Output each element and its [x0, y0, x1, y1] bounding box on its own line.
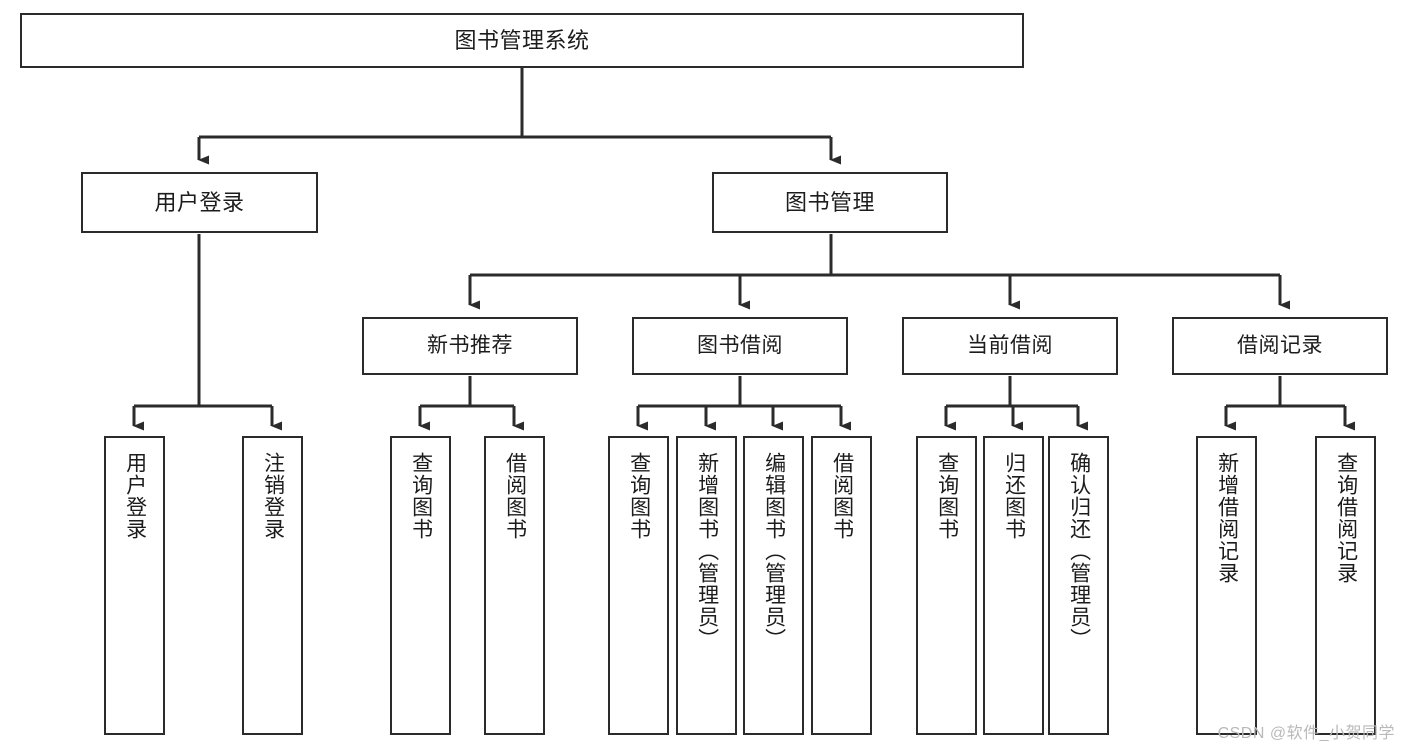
node-leaf-query-book-1[interactable]: 查询图书: [390, 436, 451, 735]
node-leaf-borrow-book-1-label: 借阅图书: [503, 452, 527, 540]
node-book-borrow-label: 图书借阅: [697, 333, 783, 357]
node-leaf-return-book-label: 归还图书: [1002, 452, 1026, 540]
node-leaf-add-book-label: 新增图书（管理员）: [695, 452, 719, 650]
node-leaf-query-book-3[interactable]: 查询图书: [916, 436, 977, 735]
node-root-label: 图书管理系统: [454, 27, 590, 53]
node-leaf-query-book-2-label: 查询图书: [627, 452, 651, 540]
node-book-manage-label: 图书管理: [784, 189, 875, 215]
node-leaf-add-record-label: 新增借阅记录: [1215, 452, 1239, 584]
node-new-book-rec[interactable]: 新书推荐: [362, 317, 578, 375]
node-leaf-borrow-book-2-label: 借阅图书: [830, 452, 854, 540]
node-leaf-borrow-book-2[interactable]: 借阅图书: [811, 436, 872, 735]
node-leaf-query-book-2[interactable]: 查询图书: [608, 436, 669, 735]
node-leaf-borrow-book-1[interactable]: 借阅图书: [484, 436, 545, 735]
node-user-login-label: 用户登录: [154, 189, 245, 215]
node-leaf-add-book[interactable]: 新增图书（管理员）: [676, 436, 737, 735]
node-current-borrow-label: 当前借阅: [967, 333, 1053, 357]
node-leaf-logout-label: 注销登录: [261, 452, 285, 540]
node-leaf-user-login[interactable]: 用户登录: [104, 436, 165, 735]
node-root[interactable]: 图书管理系统: [20, 13, 1024, 68]
node-leaf-return-book[interactable]: 归还图书: [983, 436, 1044, 735]
node-leaf-edit-book[interactable]: 编辑图书（管理员）: [743, 436, 804, 735]
node-leaf-query-book-1-label: 查询图书: [409, 452, 433, 540]
node-leaf-add-record[interactable]: 新增借阅记录: [1196, 436, 1257, 735]
node-new-book-rec-label: 新书推荐: [427, 333, 513, 357]
node-leaf-query-record-label: 查询借阅记录: [1334, 452, 1358, 584]
node-leaf-logout[interactable]: 注销登录: [242, 436, 303, 735]
node-user-login[interactable]: 用户登录: [81, 172, 318, 233]
node-leaf-query-record[interactable]: 查询借阅记录: [1315, 436, 1376, 735]
node-leaf-confirm-return[interactable]: 确认归还（管理员）: [1048, 436, 1109, 735]
node-leaf-confirm-return-label: 确认归还（管理员）: [1067, 452, 1091, 650]
node-current-borrow[interactable]: 当前借阅: [902, 317, 1118, 375]
node-leaf-query-book-3-label: 查询图书: [935, 452, 959, 540]
csdn-watermark: CSDN @软件_小贺同学: [1217, 725, 1395, 742]
node-book-borrow[interactable]: 图书借阅: [632, 317, 848, 375]
node-leaf-edit-book-label: 编辑图书（管理员）: [762, 452, 786, 650]
node-leaf-user-login-label: 用户登录: [123, 452, 147, 540]
node-borrow-record[interactable]: 借阅记录: [1172, 317, 1388, 375]
node-borrow-record-label: 借阅记录: [1237, 333, 1323, 357]
node-book-manage[interactable]: 图书管理: [712, 172, 948, 233]
